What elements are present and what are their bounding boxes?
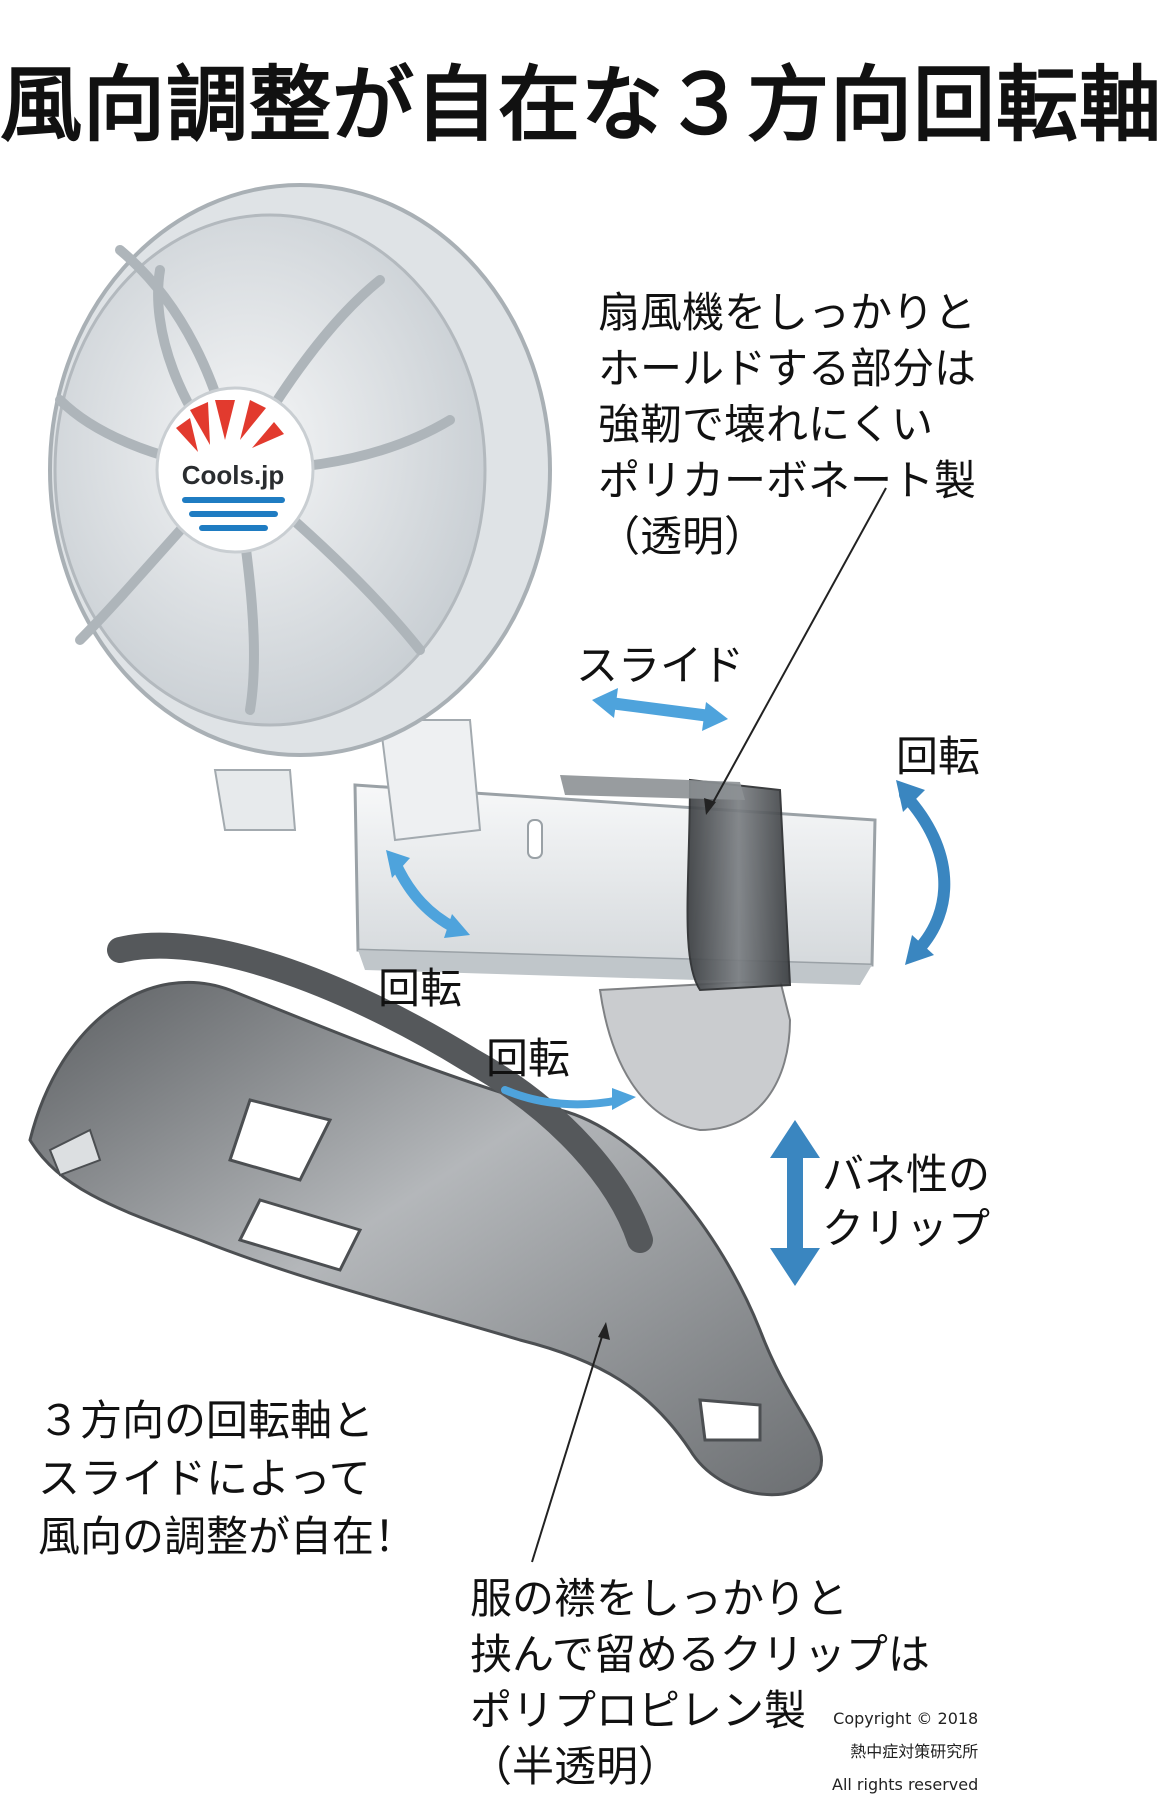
fan-stand <box>213 719 482 842</box>
copyright-line: Copyright © 2018 <box>833 1709 979 1728</box>
slide-arrow <box>592 688 728 731</box>
logo-text: Cools.jp <box>182 460 285 490</box>
product-illustration: Cools.jp <box>28 183 951 1563</box>
holder-bracket <box>598 978 792 1132</box>
rotate-arrow-left <box>386 850 470 938</box>
copyright-line: 熱中症対策研究所 <box>850 1742 979 1761</box>
holder-description: 扇風機をしっかりと ホールドする部分は 強靭で壊れにくい ポリカーボネート製 （… <box>598 285 976 565</box>
logo-badge: Cools.jp <box>176 400 285 531</box>
holder-line: ホールドする部分は <box>598 344 977 393</box>
leader-line-holder <box>704 487 887 815</box>
summary-line: スライドによって <box>38 1454 371 1503</box>
holder-line: （透明） <box>598 512 767 561</box>
clip-line: 服の襟をしっかりと <box>470 1574 849 1623</box>
summary-line: 風向の調整が自在！ <box>38 1512 417 1561</box>
spring-clip-line: バネ性の <box>822 1150 991 1199</box>
clip-line: 挟んで留めるクリップは <box>470 1630 930 1679</box>
clip-description: 服の襟をしっかりと 挟んで留めるクリップは ポリプロピレン製 （半透明） <box>470 1571 930 1795</box>
clip-line: ポリプロピレン製 <box>470 1686 807 1735</box>
copyright-notice: Copyright © 2018 熱中症対策研究所 All rights res… <box>832 1702 978 1801</box>
holder-line: 強靭で壊れにくい <box>598 400 934 449</box>
page: 風向調整が自在な３方向回転軸 <box>0 58 1162 1801</box>
holder-line: 扇風機をしっかりと <box>598 288 977 337</box>
holder-band <box>560 775 792 992</box>
rotate-arrow-mid <box>501 1086 636 1110</box>
slide-label: スライド <box>576 641 745 690</box>
spring-clip-label: バネ性の クリップ <box>822 1148 990 1256</box>
summary-text: ３方向の回転軸と スライドによって 風向の調整が自在！ <box>38 1392 416 1566</box>
clip-body <box>28 932 823 1497</box>
clip-line: （半透明） <box>470 1742 681 1791</box>
summary-line: ３方向の回転軸と <box>38 1396 375 1445</box>
rotate-label-mid: 回転 <box>486 1034 571 1083</box>
holder-line: ポリカーボネート製 <box>598 456 977 505</box>
rotate-label-left: 回転 <box>378 964 463 1013</box>
fan-head: Cools.jp <box>48 183 552 757</box>
spring-clip-line: クリップ <box>822 1204 991 1253</box>
copyright-line: All rights reserved <box>832 1775 979 1794</box>
rotate-label-right: 回転 <box>896 732 981 781</box>
rotate-arrow-right <box>896 780 951 965</box>
leader-line-clip <box>531 1322 610 1563</box>
page-title: 風向調整が自在な３方向回転軸 <box>0 58 1162 153</box>
spring-arrow <box>770 1120 820 1286</box>
